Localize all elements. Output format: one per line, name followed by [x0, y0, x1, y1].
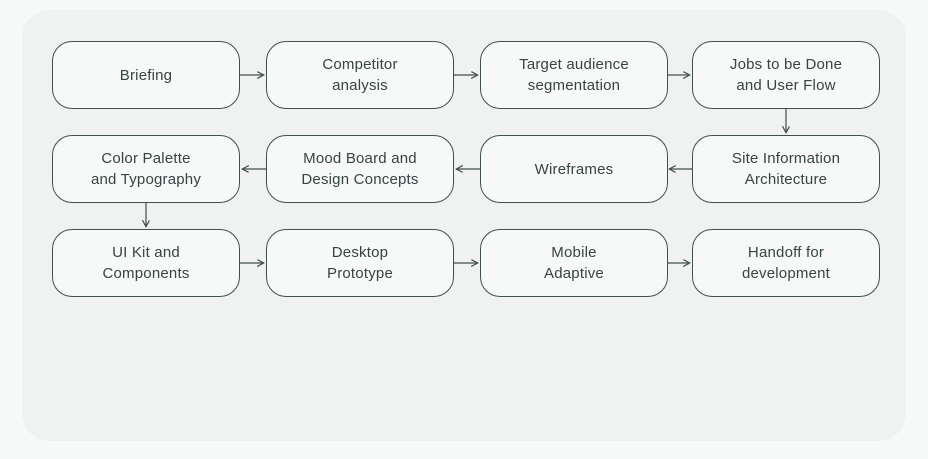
flow-node-jobs-to-be-done-user-flow: Jobs to be Done and User Flow	[692, 41, 880, 109]
flow-node-mobile-adaptive: Mobile Adaptive	[480, 229, 668, 297]
flow-node-handoff-development: Handoff for development	[692, 229, 880, 297]
flow-node-site-information-architecture: Site Information Architecture	[692, 135, 880, 203]
node-label: Handoff for development	[741, 244, 831, 282]
node-label: Wireframes	[534, 160, 614, 178]
flow-node-color-palette-typography: Color Palette and Typography	[52, 135, 240, 203]
node-label: UI Kit and Components	[102, 244, 190, 282]
node-label: Color Palette and Typography	[90, 150, 202, 188]
flow-node-wireframes: Wireframes	[480, 135, 668, 203]
node-label: Mobile Adaptive	[544, 244, 604, 282]
node-label: Competitor analysis	[322, 56, 398, 94]
flow-node-mood-board-design-concepts: Mood Board and Design Concepts	[266, 135, 454, 203]
node-label: Site Information Architecture	[731, 150, 841, 188]
node-label: Target audience segmentation	[519, 56, 629, 94]
node-label: Mood Board and Design Concepts	[301, 150, 419, 188]
node-label: Desktop Prototype	[326, 244, 393, 282]
flow-node-competitor-analysis: Competitor analysis	[266, 41, 454, 109]
flow-node-briefing: Briefing	[52, 41, 240, 109]
flow-node-desktop-prototype: Desktop Prototype	[266, 229, 454, 297]
node-label: Jobs to be Done and User Flow	[729, 56, 843, 94]
flow-node-target-audience-segmentation: Target audience segmentation	[480, 41, 668, 109]
node-label: Briefing	[119, 66, 173, 84]
flow-node-ui-kit-components: UI Kit and Components	[52, 229, 240, 297]
